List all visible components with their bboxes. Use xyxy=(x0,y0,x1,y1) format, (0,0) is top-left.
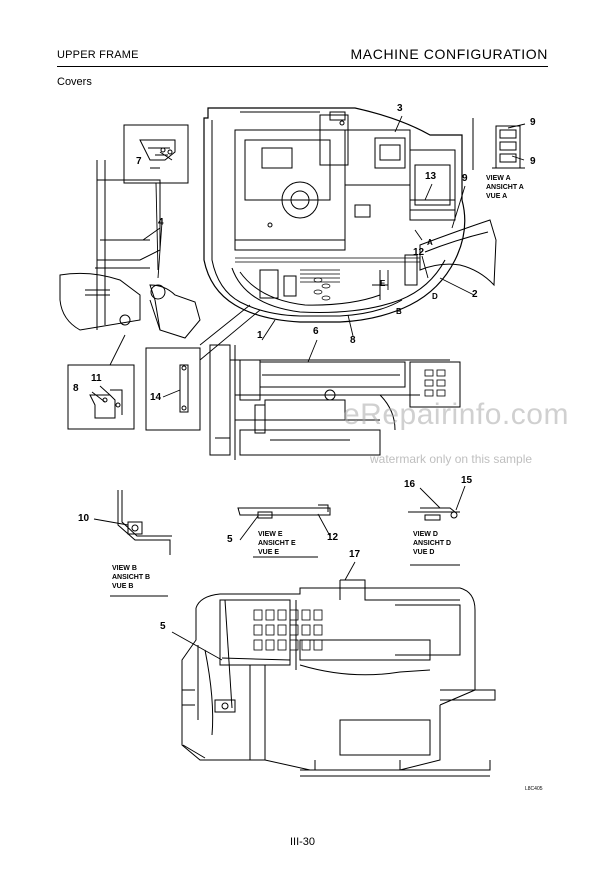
callout-3: 3 xyxy=(397,103,403,114)
callout-14: 14 xyxy=(150,392,162,403)
drawing-code: L8C405 xyxy=(525,786,543,792)
callout-4: 4 xyxy=(158,217,164,228)
view-b-drawing xyxy=(110,490,172,597)
callout-7: 7 xyxy=(136,156,142,167)
lower-side-view xyxy=(181,579,496,777)
callout-9-main: 9 xyxy=(462,173,468,184)
callout-8-detail: 8 xyxy=(73,383,79,394)
callout-17: 17 xyxy=(349,549,361,560)
page-number: III-30 xyxy=(289,836,316,848)
callout-6: 6 xyxy=(313,326,319,337)
header-left: UPPER FRAME xyxy=(57,49,139,61)
view-letter-d: D xyxy=(432,292,438,301)
view-letter-e: E xyxy=(380,279,386,288)
callout-2: 2 xyxy=(472,289,478,300)
callout-10: 10 xyxy=(78,513,90,524)
header-right: MACHINE CONFIGURATION xyxy=(350,46,548,62)
callout-12-view-e: 12 xyxy=(327,532,339,543)
watermark-site: eRepairinfo.com xyxy=(343,398,569,431)
callout-9-mid: 9 xyxy=(530,156,536,167)
callout-8-main: 8 xyxy=(350,335,356,346)
view-a-drawing xyxy=(472,118,525,170)
watermark-note: watermark only on this sample xyxy=(370,452,533,466)
header-rule xyxy=(57,66,548,67)
detail-box-7 xyxy=(123,124,189,184)
callout-16: 16 xyxy=(404,479,416,490)
view-letter-b: B xyxy=(396,307,402,316)
view-letter-a: A xyxy=(427,238,433,247)
callout-leaders xyxy=(91,115,526,661)
callout-1: 1 xyxy=(257,330,263,341)
callout-11: 11 xyxy=(91,373,102,384)
view-d-drawing xyxy=(408,507,460,566)
detail-box-14 xyxy=(145,347,201,431)
section-title: Covers xyxy=(57,76,92,88)
top-view-drawing xyxy=(59,107,497,339)
middle-side-view xyxy=(209,344,461,460)
callout-12-top: 12 xyxy=(413,247,425,258)
view-e-drawing xyxy=(237,504,331,558)
callout-5-side: 5 xyxy=(160,621,166,632)
callout-13: 13 xyxy=(425,171,437,182)
callout-15: 15 xyxy=(461,475,473,486)
callout-5-view-e: 5 xyxy=(227,534,233,545)
callout-9-top: 9 xyxy=(530,117,536,128)
